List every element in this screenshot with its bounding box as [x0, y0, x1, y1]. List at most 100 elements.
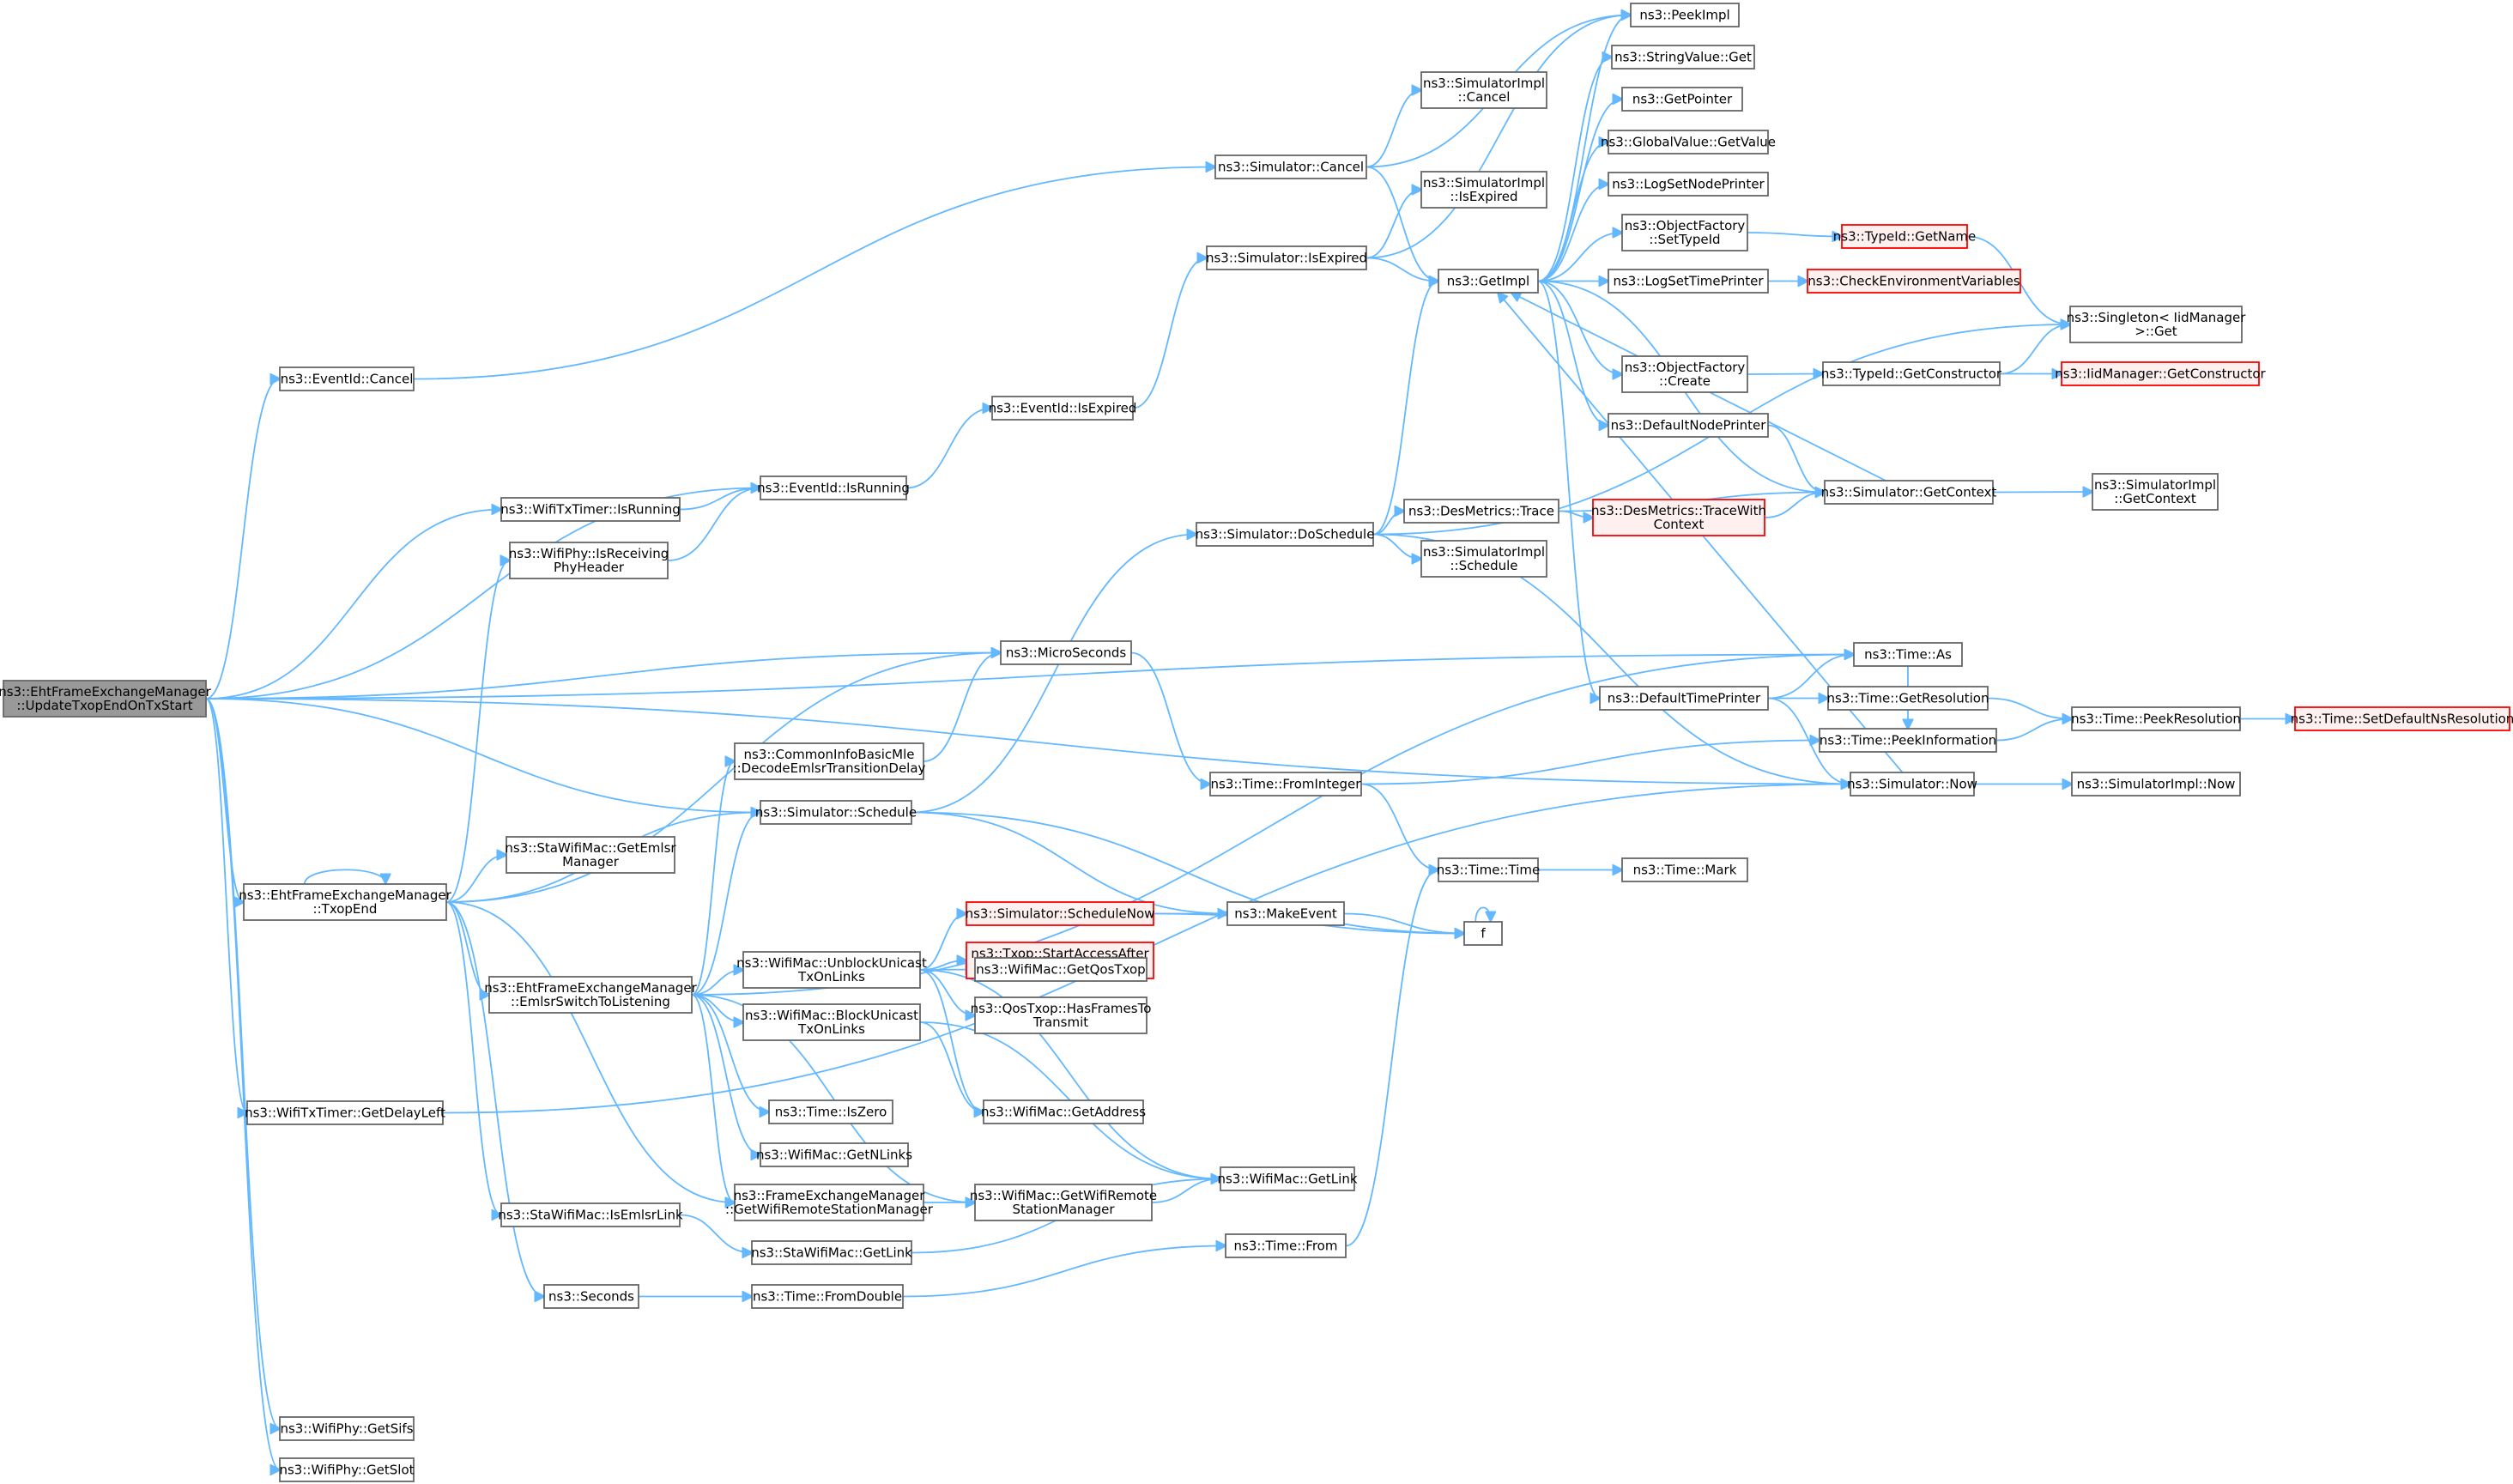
node-box [734, 742, 924, 780]
node-box [279, 1457, 415, 1482]
node-seconds[interactable]: ns3::Seconds [543, 1284, 639, 1309]
node-label: ns3::Time::Time [1437, 863, 1541, 878]
edge-time_fromdouble-to-time_from [902, 1246, 1226, 1298]
node-simulator-now[interactable]: ns3::Simulator::Now [1847, 772, 1977, 797]
node-iidmanager-getconstructor[interactable]: ns3::IidManager::GetConstructor [2055, 361, 2267, 386]
node-time-fromdouble[interactable]: ns3::Time::FromDouble [751, 1284, 904, 1309]
node-time-time[interactable]: ns3::Time::Time [1437, 857, 1541, 882]
node-wifimac-getnlinks[interactable]: ns3::WifiMac::GetNLinks [756, 1142, 912, 1167]
node-wifimac-getwifiremote[interactable]: ns3::WifiMac::GetWifiRemoteStationManage… [970, 1184, 1157, 1221]
node-commoninfo[interactable]: ns3::CommonInfoBasicMle::DecodeEmlsrTran… [733, 742, 926, 780]
node-simimpl-isexpired[interactable]: ns3::SimulatorImpl::IsExpired [1420, 171, 1547, 209]
node-peekimpl[interactable]: ns3::PeekImpl [1630, 3, 1740, 27]
node-objectfactory-create[interactable]: ns3::ObjectFactory::Create [1621, 355, 1748, 393]
edge-objectfactory_create-to-typeid_getconstructor [1747, 374, 1823, 375]
node-eventid-isexpired[interactable]: ns3::EventId::IsExpired [989, 396, 1137, 421]
node-logsetnodeprinter[interactable]: ns3::LogSetNodePrinter [1608, 172, 1769, 197]
node-simulator-getcontext[interactable]: ns3::Simulator::GetContext [1821, 480, 1997, 505]
node-getimpl[interactable]: ns3::GetImpl [1438, 269, 1539, 294]
node-time-from[interactable]: ns3::Time::From [1225, 1233, 1347, 1258]
node-eventid-cancel[interactable]: ns3::EventId::Cancel [279, 366, 415, 391]
node-eventid-isrunning[interactable]: ns3::EventId::IsRunning [757, 475, 910, 500]
edge-makeevent-to-f [1343, 912, 1464, 934]
node-label: ns3::Time::PeekInformation [1820, 733, 1996, 748]
node-f[interactable]: f [1463, 921, 1503, 946]
node-wifiphy-getslot[interactable]: ns3::WifiPhy::GetSlot [279, 1457, 415, 1482]
node-singleton-get[interactable]: ns3::Singleton< IidManager >::Get [2067, 306, 2247, 343]
node-label: ns3::EventId::IsExpired [989, 401, 1137, 416]
node-defaultnodeprinter[interactable]: ns3::DefaultNodePrinter [1608, 413, 1769, 438]
node-simulator-schedulenow[interactable]: ns3::Simulator::ScheduleNow [966, 901, 1155, 926]
node-simimpl-schedule[interactable]: ns3::SimulatorImpl::Schedule [1420, 540, 1547, 578]
node-wifitxtimer-getdelayleft[interactable]: ns3::WifiTxTimer::GetDelayLeft [245, 1100, 445, 1125]
node-wifimac-getqostxop[interactable]: ns3::WifiMac::GetQosTxop [974, 957, 1148, 982]
node-stawifimac-isemlsrlink[interactable]: ns3::StaWifiMac::IsEmlsrLink [498, 1202, 683, 1227]
node-simimpl-cancel[interactable]: ns3::SimulatorImpl::Cancel [1420, 71, 1547, 109]
node-stawifimac-getlink[interactable]: ns3::StaWifiMac::GetLink [751, 1240, 912, 1265]
node-box [1608, 269, 1769, 294]
node-box [1403, 499, 1559, 524]
node-time-iszero[interactable]: ns3::Time::IsZero [768, 1099, 893, 1124]
node-label: ns3::CommonInfoBasicMle [744, 747, 915, 762]
node-box [1599, 686, 1769, 711]
node-fem-getwifiremote[interactable]: ns3::FrameExchangeManager::GetWifiRemote… [725, 1184, 934, 1221]
node-wifimac-getlink[interactable]: ns3::WifiMac::GetLink [1217, 1166, 1358, 1191]
node-label: ::EmlsrSwitchToListening [511, 994, 670, 1009]
edge-eventid_isrunning-to-eventid_isexpired [905, 409, 992, 489]
node-box [2294, 706, 2510, 731]
node-simulator-doschedule[interactable]: ns3::Simulator::DoSchedule [1196, 522, 1375, 547]
node-label: ns3::Time::FromDouble [753, 1289, 902, 1305]
node-box [760, 800, 912, 825]
node-time-setdefaultns[interactable]: ns3::Time::SetDefaultNsResolution [2291, 706, 2513, 731]
node-box [3, 680, 207, 718]
edge-time_getresolution-to-time_peekresolution [1987, 697, 2072, 719]
node-wifitxtimer-isrunning[interactable]: ns3::WifiTxTimer::IsRunning [500, 497, 681, 522]
node-emlsrswitch[interactable]: ns3::EhtFrameExchangeManager::EmlsrSwitc… [484, 976, 698, 1014]
node-time-peekinformation[interactable]: ns3::Time::PeekInformation [1819, 728, 1997, 753]
node-box [279, 366, 415, 391]
node-label: ns3::WifiTxTimer::GetDelayLeft [245, 1105, 445, 1121]
node-microseconds[interactable]: ns3::MicroSeconds [1000, 640, 1132, 665]
node-logsettimeprinter[interactable]: ns3::LogSetTimePrinter [1608, 269, 1769, 294]
node-desmetrics-trace[interactable]: ns3::DesMetrics::Trace [1403, 499, 1559, 524]
edge-wifitxtimer_isrunning-to-eventid_isrunning [679, 488, 760, 511]
node-simulator-cancel[interactable]: ns3::Simulator::Cancel [1214, 154, 1367, 179]
node-simulator-schedule[interactable]: ns3::Simulator::Schedule [755, 800, 917, 825]
node-getpointer[interactable]: ns3::GetPointer [1621, 87, 1743, 112]
node-objectfactory-settypeid[interactable]: ns3::ObjectFactory::SetTypeId [1621, 214, 1748, 251]
node-typeid-getname[interactable]: ns3::TypeId::GetName [1833, 224, 1976, 249]
node-label: ns3::SimulatorImpl::Now [2077, 777, 2236, 792]
node-checkenv[interactable]: ns3::CheckEnvironmentVariables [1807, 269, 2021, 294]
node-makeevent[interactable]: ns3::MakeEvent [1226, 901, 1345, 926]
node-label: ns3::WifiMac::BlockUnicast [745, 1008, 918, 1023]
node-stringvalue-get[interactable]: ns3::StringValue::Get [1611, 45, 1755, 70]
node-time-peekresolution[interactable]: ns3::Time::PeekResolution [2071, 706, 2241, 731]
node-time-mark[interactable]: ns3::Time::Mark [1621, 857, 1748, 882]
node-box [1824, 480, 1994, 505]
node-wifiphy-getsifs[interactable]: ns3::WifiPhy::GetSifs [279, 1416, 415, 1441]
node-globalvalue-getvalue[interactable]: ns3::GlobalValue::GetValue [1601, 130, 1776, 154]
node-box [1630, 3, 1740, 27]
node-root[interactable]: ns3::EhtFrameExchangeManager::UpdateTxop… [0, 680, 212, 718]
node-simimpl-getcontext[interactable]: ns3::SimulatorImpl::GetContext [2092, 473, 2219, 511]
node-typeid-getconstructor[interactable]: ns3::TypeId::GetConstructor [1821, 361, 2002, 386]
node-defaulttimeprinter[interactable]: ns3::DefaultTimePrinter [1599, 686, 1769, 711]
node-box [760, 475, 907, 500]
node-simulator-isexpired[interactable]: ns3::Simulator::IsExpired [1206, 245, 1367, 270]
node-box [2061, 361, 2260, 386]
node-simimpl-now[interactable]: ns3::SimulatorImpl::Now [2071, 772, 2241, 797]
node-txopend[interactable]: ns3::EhtFrameExchangeManager::TxopEnd [239, 883, 452, 921]
node-wifimac-getaddress[interactable]: ns3::WifiMac::GetAddress [981, 1099, 1146, 1124]
node-time-frominteger[interactable]: ns3::Time::FromInteger [1209, 772, 1362, 797]
edge-root-to-simulator_schedule [205, 698, 760, 813]
node-time-getresolution[interactable]: ns3::Time::GetResolution [1827, 686, 1989, 711]
node-label: ns3::GetImpl [1447, 274, 1529, 289]
node-time-as[interactable]: ns3::Time::As [1853, 642, 1963, 667]
edge-root-to-time_as [205, 655, 1854, 700]
